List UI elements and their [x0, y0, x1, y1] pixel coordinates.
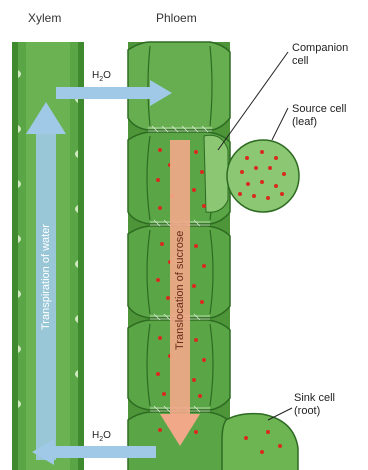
h2o-label-top: H2O: [92, 70, 111, 83]
phloem-label: Phloem: [156, 12, 197, 24]
companion-cell-label-line2: cell: [292, 55, 309, 67]
sink-cell-label-line1: Sink cell: [294, 392, 335, 404]
companion-cell: [204, 135, 228, 212]
translocation-label: Translocation of sucrose: [174, 231, 186, 350]
transpiration-label: Transpiration of water: [40, 224, 52, 330]
sink-cell-leader: [268, 408, 292, 420]
source-cell: [227, 140, 299, 212]
h2o-label-bottom: H2O: [92, 430, 111, 443]
sink-cell-label-line2: (root): [294, 405, 320, 417]
sink-cell: [222, 414, 298, 470]
source-cell-label-line1: Source cell: [292, 103, 346, 115]
source-cell-leader: [272, 108, 288, 140]
companion-cell-label-line1: Companion: [292, 42, 348, 54]
xylem-label: Xylem: [28, 12, 61, 24]
source-cell-label-line2: (leaf): [292, 116, 317, 128]
